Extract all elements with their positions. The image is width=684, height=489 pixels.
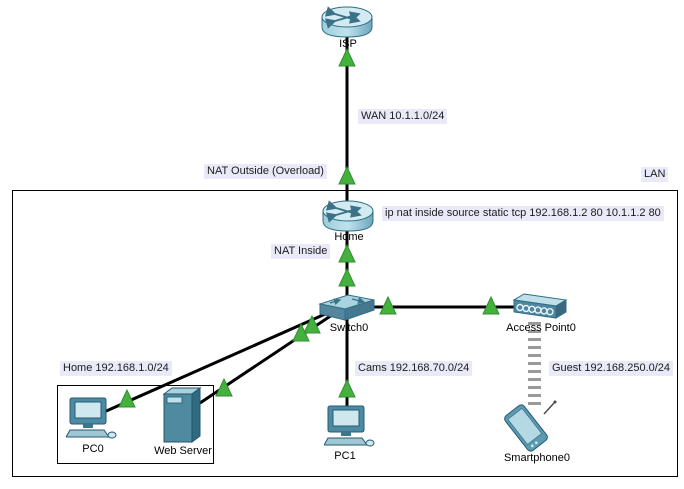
pc-icon (324, 405, 375, 447)
annotation-wan-subnet: WAN 10.1.1.0/24 (358, 109, 448, 124)
annotation-guest-subnet: Guest 192.168.250.0/24 (549, 361, 674, 376)
link-arrow-icon (118, 388, 136, 408)
device-access-point0[interactable] (510, 292, 568, 322)
annotation-lan: LAN (641, 167, 669, 182)
smartphone-icon (504, 400, 557, 452)
device-label-pc0: PC0 (82, 443, 104, 455)
device-label-web-server: Web Server (154, 445, 212, 457)
router-icon (322, 200, 374, 232)
annotation-cams-subnet: Cams 192.168.70.0/24 (355, 361, 473, 376)
link-arrow-icon (338, 165, 356, 185)
device-router-home[interactable] (320, 197, 376, 235)
device-label-home: Home (334, 231, 364, 243)
link-arrow-icon (379, 295, 397, 315)
link-arrow-icon (338, 243, 356, 263)
device-label-smartphone0: Smartphone0 (503, 452, 571, 464)
pc-icon (66, 397, 117, 439)
wireless-link-ap0-smartphone0[interactable] (528, 322, 541, 410)
annotation-nat-inside: NAT Inside (271, 244, 331, 259)
server-icon (162, 387, 202, 443)
device-label-switch0: Switch0 (329, 322, 369, 334)
device-switch0[interactable] (318, 292, 376, 322)
annotation-nat-outside: NAT Outside (Overload) (204, 164, 327, 179)
lan-zone-rect (12, 190, 678, 477)
device-pc0[interactable] (66, 396, 118, 442)
cable-switch0-pc0[interactable] (103, 309, 333, 414)
home-subnet-rect (57, 385, 214, 464)
link-arrow-icon (338, 47, 356, 67)
link-arrow-icon (482, 295, 500, 315)
device-pc1[interactable] (324, 404, 376, 450)
annotation-home-subnet: Home 192.168.1.0/24 (60, 361, 172, 376)
device-label-pc1: PC1 (334, 450, 356, 462)
device-label-isp: ISP (339, 38, 357, 50)
device-label-access-point0: Access Point0 (506, 322, 576, 334)
link-arrow-icon (215, 377, 233, 397)
link-arrow-icon (338, 267, 356, 287)
switch-icon (318, 294, 375, 321)
link-arrow-icon (303, 314, 321, 334)
device-web-server[interactable] (162, 386, 202, 444)
annotation-nat-static-rule: ip nat inside source static tcp 192.168.… (382, 206, 664, 221)
link-status-arrows (118, 47, 500, 408)
device-router-isp[interactable] (319, 3, 375, 41)
device-smartphone0[interactable] (500, 398, 562, 452)
link-arrow-icon (338, 378, 356, 398)
access-point-icon (512, 293, 568, 319)
link-arrow-icon (292, 322, 310, 342)
router-icon (321, 6, 373, 38)
